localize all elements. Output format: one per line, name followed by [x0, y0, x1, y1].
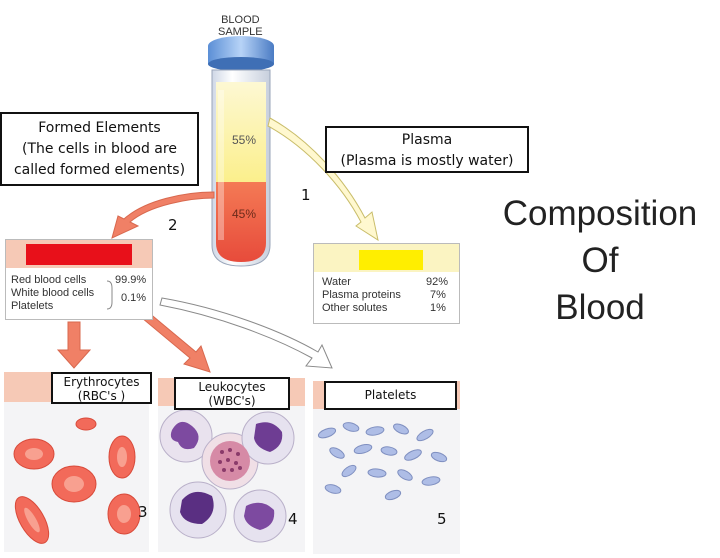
- bracket-icon: [106, 280, 113, 310]
- tube-label-line1: BLOOD: [221, 14, 260, 26]
- plasma-row-value: 1%: [430, 302, 446, 314]
- formed-elements-line2: (The cells in blood are: [22, 141, 177, 157]
- formed-elements-table: Red blood cells 99.9% White blood cells …: [5, 239, 153, 320]
- tube-label: BLOOD SAMPLE: [218, 14, 263, 38]
- arrow-to-formed-elements: [111, 191, 215, 239]
- plasma-row: Water 92%: [322, 276, 457, 289]
- plasma-row: Other solutes 1%: [322, 302, 457, 315]
- test-tube-drawing: [208, 36, 274, 267]
- page-title: Composition Of Blood: [490, 190, 710, 331]
- arrow-to-platelets: [159, 297, 333, 369]
- arrow-to-leukocytes: [141, 311, 211, 373]
- number-1: 1: [301, 186, 311, 204]
- plasma-row-name: Water: [322, 276, 351, 288]
- tube-label-line2: SAMPLE: [218, 26, 263, 38]
- formed-elements-box: Formed Elements (The cells in blood are …: [0, 112, 199, 186]
- number-3: 3: [138, 503, 148, 521]
- cells-row-name: Red blood cells: [11, 274, 87, 286]
- plasma-row-name: Plasma proteins: [322, 289, 401, 301]
- arrows-layer: [56, 117, 379, 373]
- plasma-row-name: Other solutes: [322, 302, 388, 314]
- number-5: 5: [437, 510, 447, 528]
- erythrocytes-title: Erythrocytes: [63, 375, 140, 389]
- number-2: 2: [168, 216, 178, 234]
- cells-row: Red blood cells 99.9%: [11, 274, 151, 287]
- title-line1: Composition: [502, 194, 698, 233]
- title-line3: Blood: [555, 288, 645, 327]
- plasma-row-value: 92%: [426, 276, 449, 288]
- plasma-row-value: 7%: [430, 289, 446, 301]
- tube-plasma-percent: 55%: [232, 133, 257, 147]
- formed-elements-title: Formed Elements: [38, 120, 161, 136]
- plasma-subtitle: (Plasma is mostly water): [340, 153, 514, 169]
- plasma-box: Plasma (Plasma is mostly water): [325, 126, 529, 173]
- red-blood-cells-image: [13, 417, 141, 544]
- cells-row-name: Platelets: [11, 300, 54, 312]
- erythrocytes-label: Erythrocytes (RBC's ): [51, 372, 152, 404]
- leukocytes-title: Leukocytes: [198, 380, 266, 394]
- cells-row-value: 0.1%: [121, 292, 147, 304]
- cells-row: White blood cells 0.1%: [11, 287, 151, 304]
- title-line2: Of: [581, 241, 619, 280]
- cells-row-name: White blood cells: [11, 287, 95, 299]
- platelets-label: Platelets: [324, 381, 457, 410]
- erythrocytes-subtitle: (RBC's ): [77, 389, 126, 403]
- plasma-rows: Water 92% Plasma proteins 7% Other solut…: [322, 276, 457, 315]
- formed-elements-line3: called formed elements): [13, 162, 186, 178]
- tube-cells-percent: 45%: [232, 207, 257, 221]
- plasma-row: Plasma proteins 7%: [322, 289, 457, 302]
- platelets-title: Platelets: [364, 388, 417, 402]
- white-blood-cells-image: [159, 409, 295, 543]
- plasma-yellow-swatch: [359, 250, 423, 270]
- cells-row: Platelets: [11, 300, 151, 313]
- cells-row-value: 99.9%: [115, 274, 147, 286]
- cells-rows: Red blood cells 99.9% White blood cells …: [11, 274, 151, 313]
- plasma-table: Water 92% Plasma proteins 7% Other solut…: [313, 243, 460, 324]
- number-4: 4: [288, 510, 298, 528]
- arrow-to-erythrocytes: [56, 321, 92, 369]
- plasma-title: Plasma: [401, 132, 453, 148]
- blood-sample-tube: [196, 10, 286, 270]
- leukocytes-label: Leukocytes (WBC's): [174, 377, 290, 410]
- platelets-image: [317, 422, 448, 501]
- arrow-to-plasma: [267, 117, 379, 242]
- leukocytes-subtitle: (WBC's): [208, 394, 256, 408]
- red-cells-swatch: [26, 244, 132, 265]
